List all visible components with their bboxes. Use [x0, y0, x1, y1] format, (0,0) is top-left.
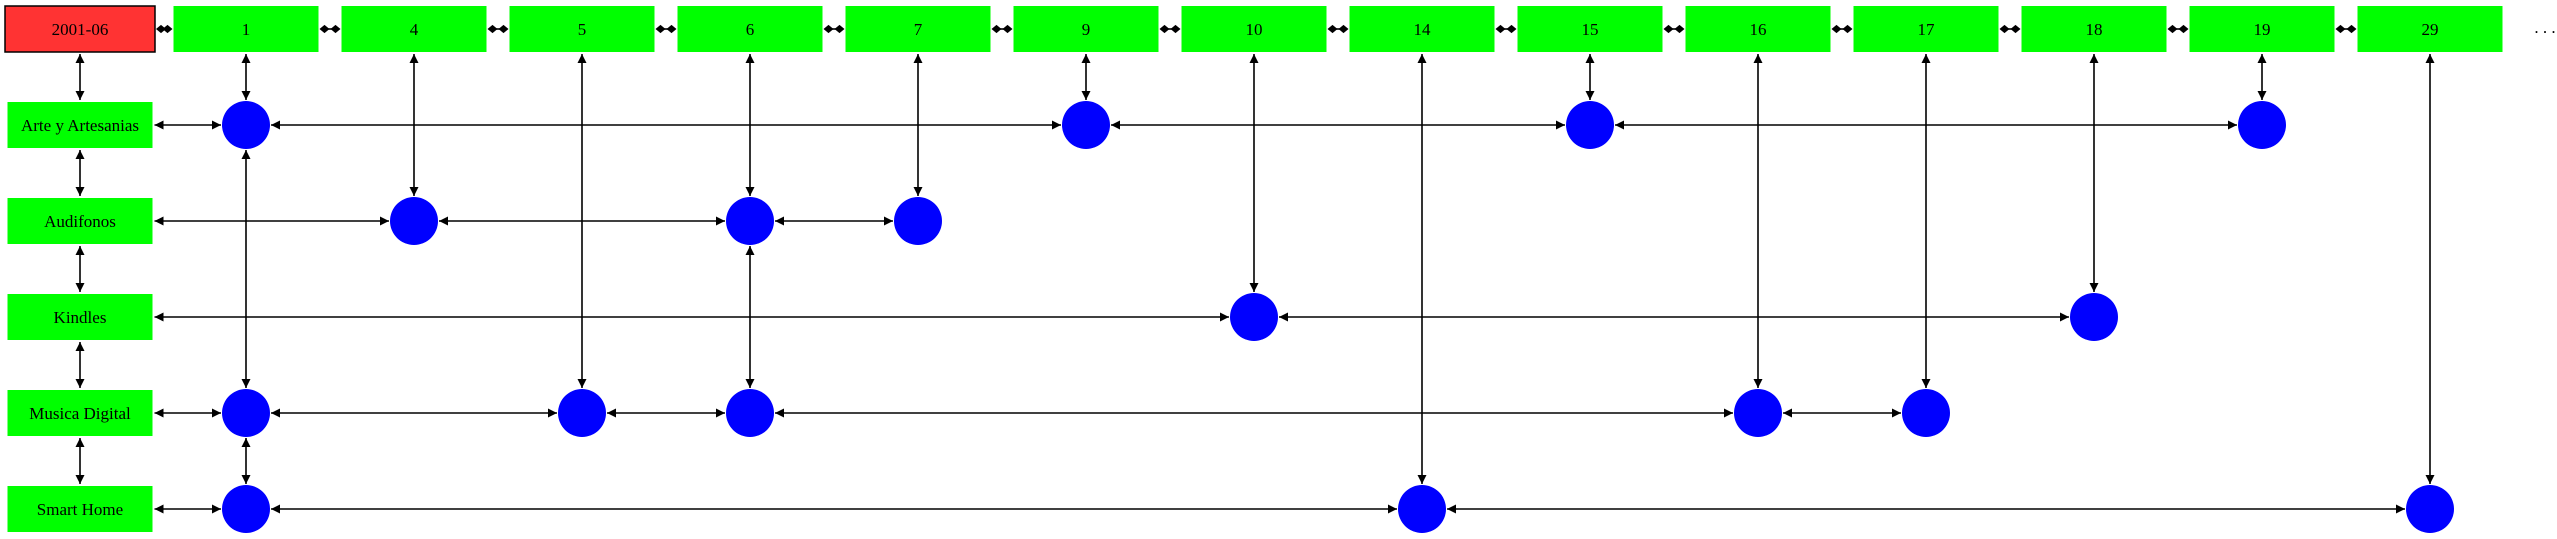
- column-label-7: 7: [914, 20, 923, 39]
- node-audifonos-6: [726, 197, 774, 245]
- column-box-17: [1853, 6, 1999, 52]
- column-box-7: [845, 6, 991, 52]
- root-period-box: [4, 5, 156, 53]
- node-smart-home-1: [222, 485, 270, 533]
- column-label-4: 4: [410, 20, 419, 39]
- column-label-18: 18: [2086, 20, 2103, 39]
- column-box-9: [1013, 6, 1159, 52]
- node-smart-home-29: [2406, 485, 2454, 533]
- column-box-4: [341, 6, 487, 52]
- column-label-1: 1: [242, 20, 251, 39]
- nodes-layer: [222, 101, 2454, 533]
- node-arte-y-artesanias-1: [222, 101, 270, 149]
- row-label-arte-y-artesanias: Arte y Artesanias: [21, 116, 139, 135]
- column-box-1: [173, 6, 319, 52]
- column-box-10: [1181, 6, 1327, 52]
- row-label-kindles: Kindles: [54, 308, 107, 327]
- row-box-smart-home: [7, 486, 153, 532]
- row-box-audifonos: [7, 198, 153, 244]
- column-label-6: 6: [746, 20, 755, 39]
- row-box-musica-digital: [7, 390, 153, 436]
- row-box-arte-y-artesanias: [7, 102, 153, 148]
- node-musica-digital-16: [1734, 389, 1782, 437]
- column-box-18: [2021, 6, 2167, 52]
- row-box-kindles: [7, 294, 153, 340]
- node-audifonos-4: [390, 197, 438, 245]
- column-box-14: [1349, 6, 1495, 52]
- column-label-16: 16: [1750, 20, 1767, 39]
- edges-layer: [75, 24, 2435, 514]
- node-arte-y-artesanias-19: [2238, 101, 2286, 149]
- node-musica-digital-6: [726, 389, 774, 437]
- row-label-audifonos: Audifonos: [44, 212, 116, 231]
- node-kindles-18: [2070, 293, 2118, 341]
- node-arte-y-artesanias-15: [1566, 101, 1614, 149]
- column-box-16: [1685, 6, 1831, 52]
- node-musica-digital-1: [222, 389, 270, 437]
- column-box-19: [2189, 6, 2335, 52]
- column-label-19: 19: [2254, 20, 2271, 39]
- node-audifonos-7: [894, 197, 942, 245]
- trailing-ellipsis: . . .: [2534, 18, 2555, 37]
- row-label-smart-home: Smart Home: [37, 500, 123, 519]
- node-musica-digital-17: [1902, 389, 1950, 437]
- column-label-29: 29: [2422, 20, 2439, 39]
- column-label-5: 5: [578, 20, 587, 39]
- column-box-5: [509, 6, 655, 52]
- node-musica-digital-5: [558, 389, 606, 437]
- row-label-musica-digital: Musica Digital: [29, 404, 131, 423]
- column-label-9: 9: [1082, 20, 1091, 39]
- column-box-6: [677, 6, 823, 52]
- column-label-15: 15: [1582, 20, 1599, 39]
- node-smart-home-14: [1398, 485, 1446, 533]
- column-box-15: [1517, 6, 1663, 52]
- column-label-17: 17: [1918, 20, 1936, 39]
- node-kindles-10: [1230, 293, 1278, 341]
- column-box-29: [2357, 6, 2503, 52]
- column-label-10: 10: [1246, 20, 1263, 39]
- node-arte-y-artesanias-9: [1062, 101, 1110, 149]
- root-period-label: 2001-06: [52, 20, 109, 39]
- column-label-14: 14: [1414, 20, 1432, 39]
